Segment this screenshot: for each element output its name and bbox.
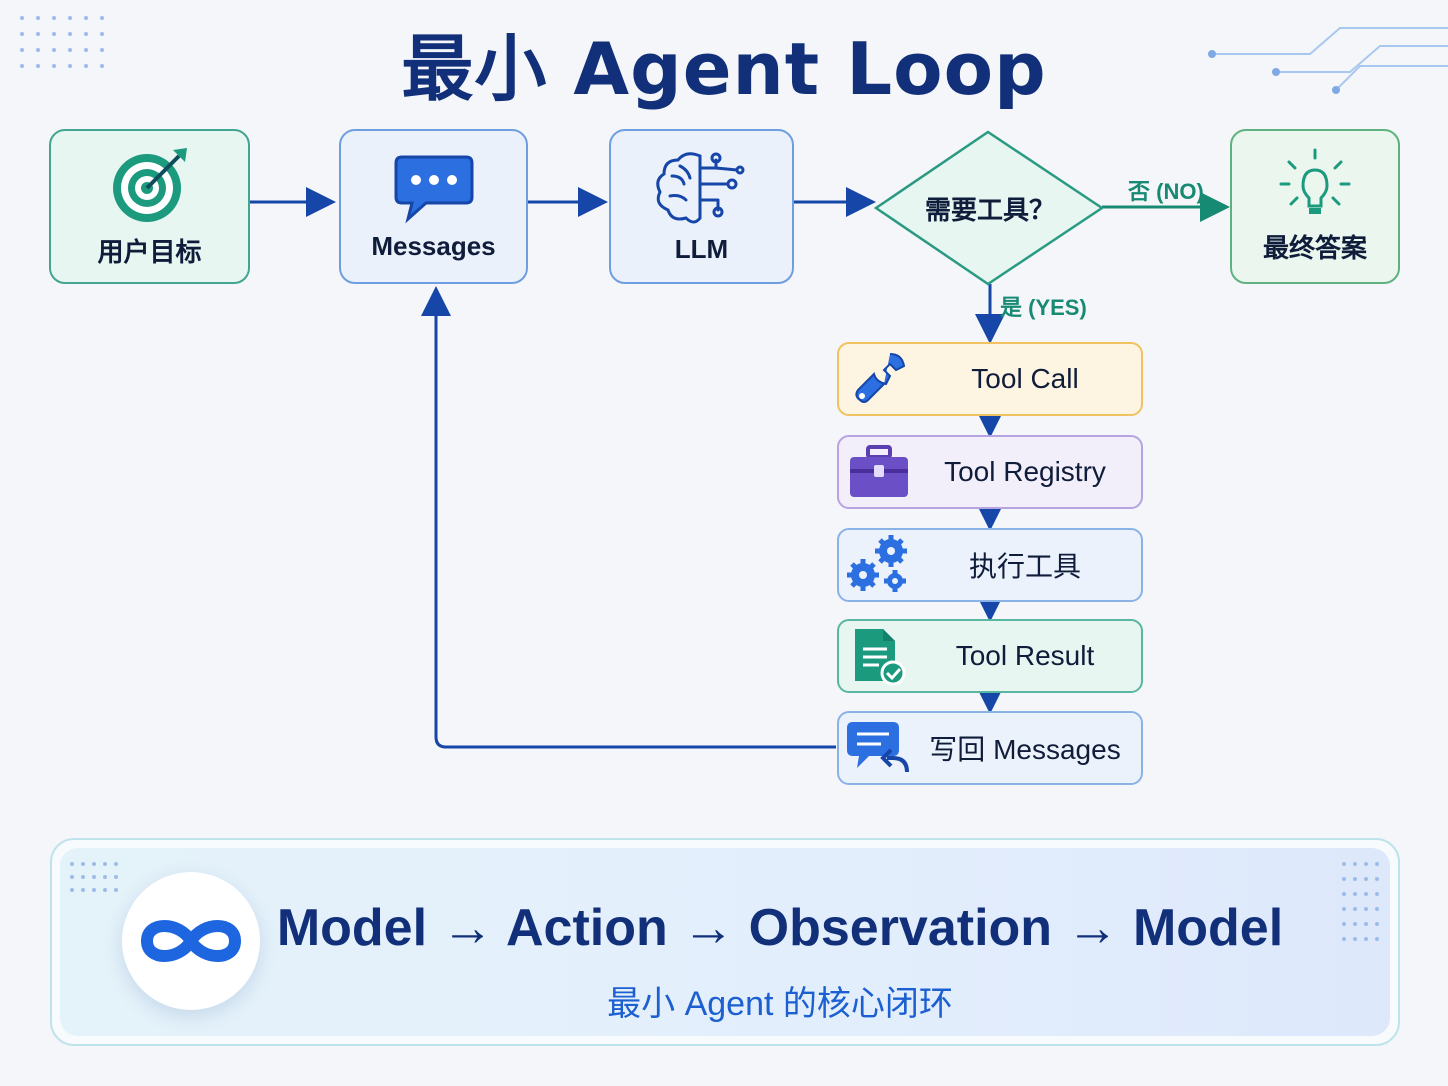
node-final-answer: 最终答案 xyxy=(1230,129,1400,284)
branch-no-label: 否 (NO) xyxy=(1128,179,1204,204)
gears-icon xyxy=(847,535,907,592)
decor-circuit-lines xyxy=(1208,27,1448,94)
step-execute-tool-label: 执行工具 xyxy=(968,551,1081,582)
decor-dots-panel-right xyxy=(1342,862,1379,941)
node-user-goal-label: 用户目标 xyxy=(97,237,202,267)
brain-icon xyxy=(655,152,744,224)
node-final-answer-label: 最终答案 xyxy=(1262,233,1367,263)
infinity-badge xyxy=(122,872,260,1010)
chat-reply-icon xyxy=(847,722,909,773)
step-tool-result: Tool Result xyxy=(837,619,1143,693)
arrow-loop-back xyxy=(421,286,836,749)
chat-bubble-icon xyxy=(394,155,473,224)
step-execute-tool: 执行工具 xyxy=(837,528,1143,602)
node-messages: Messages xyxy=(339,129,528,284)
infinity-icon xyxy=(140,920,242,962)
lightbulb-icon xyxy=(1279,148,1351,214)
node-llm: LLM xyxy=(609,129,794,284)
toolbox-icon xyxy=(850,445,908,497)
branch-yes-label: 是 (YES) xyxy=(1000,295,1087,320)
step-tool-call: Tool Call xyxy=(837,342,1143,416)
step-tool-call-label: Tool Call xyxy=(971,363,1079,394)
step-tool-registry: Tool Registry xyxy=(837,435,1143,509)
document-check-icon xyxy=(855,629,906,686)
step-write-back-messages-label: 写回 Messages xyxy=(929,734,1121,765)
decor-dots-panel-left xyxy=(70,862,118,892)
step-tool-registry-label: Tool Registry xyxy=(944,456,1106,487)
decor-dots-top-left xyxy=(20,16,104,68)
summary-panel: Model → Action → Observation → Model 最小 … xyxy=(50,838,1400,1046)
node-user-goal: 用户目标 xyxy=(49,129,250,284)
decision-diamond xyxy=(873,130,1105,286)
step-tool-result-label: Tool Result xyxy=(955,640,1095,671)
loop-formula: Model → Action → Observation → Model xyxy=(276,899,1284,957)
target-icon xyxy=(112,148,187,222)
step-write-back-messages: 写回 Messages xyxy=(837,711,1143,785)
node-llm-label: LLM xyxy=(674,234,729,264)
page-title: 最小 Agent Loop xyxy=(401,27,1047,111)
decision-label: 需要工具？ xyxy=(924,195,1055,225)
node-messages-label: Messages xyxy=(371,231,496,261)
wrench-icon xyxy=(855,353,906,403)
loop-subtitle: 最小 Agent 的核心闭环 xyxy=(607,985,953,1023)
